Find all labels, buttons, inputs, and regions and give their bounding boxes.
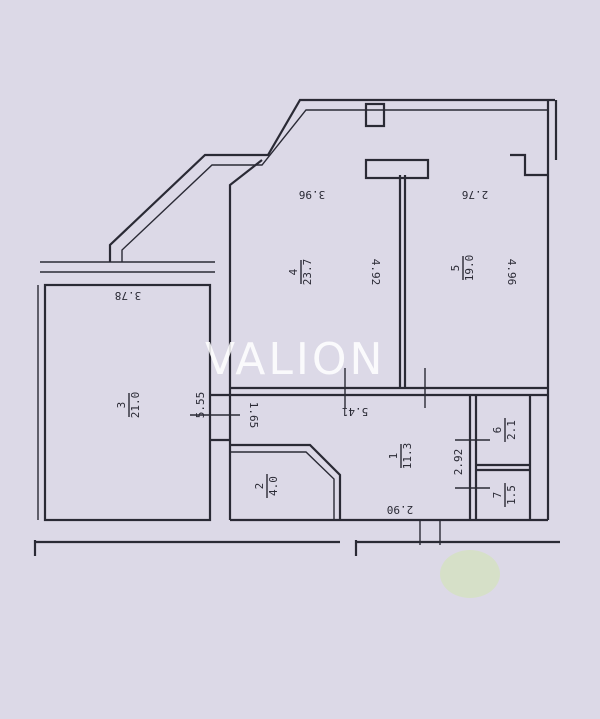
dim-room4-length: 4.92 bbox=[369, 259, 382, 286]
room-4-label: 4 23.7 bbox=[287, 259, 314, 286]
dim-room3-length: 5.55 bbox=[194, 392, 207, 419]
room-area: 19.0 bbox=[463, 255, 476, 282]
room-area: 23.7 bbox=[301, 259, 314, 286]
room-number: 3 bbox=[115, 402, 128, 409]
room-area: 2.1 bbox=[505, 420, 518, 440]
dim-bath-length: 2.92 bbox=[452, 449, 465, 476]
dim-hall-width: 1.65 bbox=[247, 402, 260, 429]
dim-room5-width: 2.76 bbox=[462, 188, 489, 201]
dim-hall-length: 5.41 bbox=[342, 405, 369, 418]
room-number: 5 bbox=[449, 265, 462, 272]
room-7-label: 7 1.5 bbox=[491, 483, 518, 507]
room-6-label: 6 2.1 bbox=[491, 418, 518, 442]
walls bbox=[33, 98, 560, 556]
stain bbox=[440, 550, 500, 598]
room-number: 6 bbox=[491, 427, 504, 434]
room-area: 11.3 bbox=[401, 443, 414, 470]
room-5-label: 5 19.0 bbox=[449, 255, 476, 282]
room-1-label: 1 11.3 bbox=[387, 443, 414, 470]
dim-room5-length: 4.96 bbox=[505, 259, 518, 286]
dimension-labels: 3.78 5.55 3.96 4.92 2.76 4.96 5.41 1.65 … bbox=[115, 188, 518, 516]
room-area: 1.5 bbox=[505, 485, 518, 505]
room-area: 4.0 bbox=[267, 476, 280, 496]
room-number: 1 bbox=[387, 453, 400, 460]
dim-hall-bottom: 2.90 bbox=[387, 503, 414, 516]
room-number: 2 bbox=[253, 483, 266, 490]
room-2-label: 2 4.0 bbox=[253, 474, 280, 498]
room-number: 4 bbox=[287, 268, 300, 275]
room-3-label: 3 21.0 bbox=[115, 392, 142, 419]
dim-room3-width: 3.78 bbox=[115, 289, 142, 302]
watermark: VALION bbox=[205, 334, 386, 385]
room-number: 7 bbox=[491, 492, 504, 499]
dim-room4-width: 3.96 bbox=[299, 188, 326, 201]
room-area: 21.0 bbox=[129, 392, 142, 419]
